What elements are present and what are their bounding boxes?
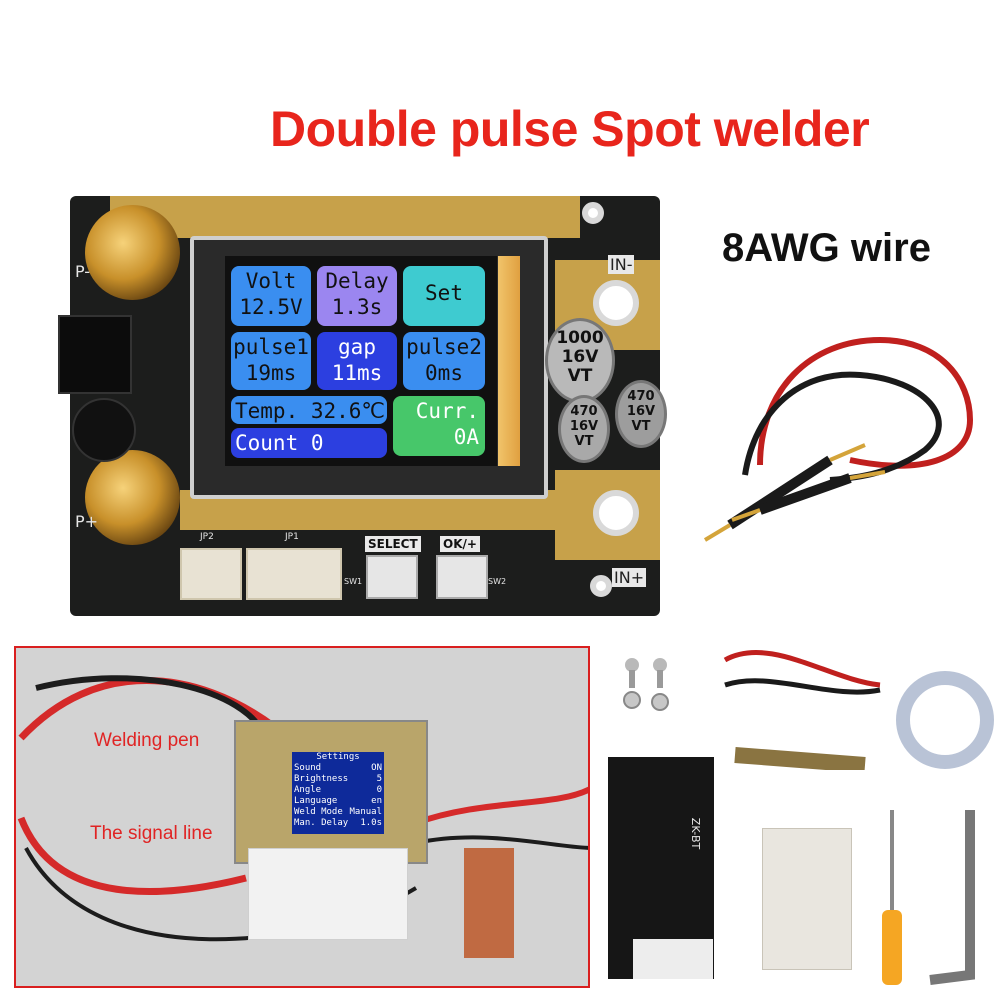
bolt-hole-in-plus xyxy=(593,490,639,536)
inset-settings-row-value: 0 xyxy=(376,785,382,795)
inset-settings-row-name: Brightness xyxy=(294,774,349,784)
inset-settings-row: Weld Mode Manual xyxy=(292,807,384,818)
tile-curr: Curr. 0A xyxy=(393,396,485,456)
silk-in-plus: IN+ xyxy=(612,568,647,587)
inset-settings-row-value: en xyxy=(371,796,382,806)
tile-curr-value: 0A xyxy=(453,425,479,449)
tile-count: Count 0 xyxy=(231,428,387,458)
mount-hole xyxy=(590,575,612,597)
tile-pulse2: pulse2 0ms xyxy=(403,332,485,390)
silk-jp1: JP1 xyxy=(285,532,299,542)
cap-small-b-mark: VT xyxy=(631,419,651,434)
inset-settings-row: Man. Delay 1.0s xyxy=(292,818,384,829)
inset-settings-row-value: 1.0s xyxy=(360,818,382,828)
lcd-flex-cable xyxy=(498,256,520,466)
inset-settings-row-name: Man. Delay xyxy=(294,818,349,828)
wifi-module-connector xyxy=(633,939,713,979)
inset-settings-row: Brightness 5 xyxy=(292,774,384,785)
mount-hole xyxy=(582,202,604,224)
wire-label: 8AWG wire xyxy=(722,226,931,270)
capacitor-470uf-a: 470 16V VT xyxy=(558,395,610,463)
select-label: SELECT xyxy=(365,536,421,552)
bolt-hole-in-minus xyxy=(593,280,639,326)
silk-p-minus: P- xyxy=(75,262,91,281)
capacitor-470uf-b: 470 16V VT xyxy=(615,380,667,448)
tile-gap: gap 11ms xyxy=(317,332,397,390)
connector-jp2 xyxy=(180,548,242,600)
tile-pulse2-value: 0ms xyxy=(425,361,463,385)
tile-volt-label: Volt xyxy=(245,269,297,293)
silk-sw2: SW2 xyxy=(488,577,507,586)
cap-small-b-value: 470 xyxy=(627,389,655,404)
insulation-shim xyxy=(762,828,852,970)
connector-jp1 xyxy=(246,548,342,600)
tile-delay-value: 1.3s xyxy=(331,295,383,319)
tile-curr-label: Curr. xyxy=(415,399,479,423)
tile-delay-label: Delay xyxy=(325,269,389,293)
inset-settings-row: Language en xyxy=(292,796,384,807)
ok-button xyxy=(436,555,488,599)
inset-settings-row-name: Sound xyxy=(294,763,322,773)
cap-small-a-voltage: 16V xyxy=(569,419,599,434)
accessories-top xyxy=(623,649,994,770)
cap-small-a-mark: VT xyxy=(574,434,594,449)
inset-settings-title: Settings xyxy=(316,752,360,762)
tile-delay: Delay 1.3s xyxy=(317,266,397,326)
ok-label: OK/+ xyxy=(440,536,480,552)
tile-volt-value: 12.5V xyxy=(239,295,303,319)
terminal-p-minus xyxy=(85,205,180,300)
cap-small-b-voltage: 16V xyxy=(626,404,656,419)
select-button xyxy=(366,555,418,599)
callout-welding-pen: Welding pen xyxy=(94,730,200,751)
tile-pulse1-label: pulse1 xyxy=(233,335,309,359)
inset-settings-row-name: Angle xyxy=(294,785,322,795)
cap-small-a-value: 470 xyxy=(570,404,598,419)
headline: Double pulse Spot welder xyxy=(270,101,870,157)
tile-set-label: Set xyxy=(425,281,463,305)
inset-settings-row-value: 5 xyxy=(376,774,382,784)
tile-temp: Temp. 32.6℃ xyxy=(231,396,387,424)
wifi-module-text: ZK-BT xyxy=(689,817,703,850)
inset-settings-row: Sound ON xyxy=(292,763,384,774)
tile-gap-value: 11ms xyxy=(331,361,383,385)
tile-pulse2-label: pulse2 xyxy=(406,335,482,359)
inset-copper-contacts xyxy=(464,848,514,958)
inset-settings-row-name: Language xyxy=(294,796,338,806)
inset-settings-row-name: Weld Mode xyxy=(294,807,343,817)
inset-pen-holder xyxy=(248,848,408,940)
tools xyxy=(882,810,975,985)
inset-settings-row: Angle 0 xyxy=(292,785,384,796)
dc-jack xyxy=(58,315,132,394)
busbar-top xyxy=(110,196,580,238)
wifi-module: ZK-BT xyxy=(608,757,714,979)
silk-in-minus: IN- xyxy=(608,255,635,274)
inset-settings-row-value: ON xyxy=(371,763,382,773)
silk-p-plus: P+ xyxy=(75,512,99,531)
cap-large-voltage: 16V xyxy=(561,347,599,367)
tile-pulse1: pulse1 19ms xyxy=(231,332,311,390)
capacitor-1000uf: 1000 16V VT xyxy=(545,318,615,403)
terminal-p-plus xyxy=(85,450,180,545)
silk-jp2: JP2 xyxy=(200,532,214,542)
welding-pen-wires xyxy=(703,336,974,542)
tile-gap-label: gap xyxy=(338,335,376,359)
tile-set: Set xyxy=(403,266,485,326)
callout-signal-line: The signal line xyxy=(90,823,213,844)
tile-pulse1-value: 19ms xyxy=(245,361,297,385)
cap-large-mark: VT xyxy=(567,366,593,386)
buzzer xyxy=(72,398,136,462)
cap-large-value: 1000 xyxy=(556,328,604,348)
silk-sw1: SW1 xyxy=(344,577,363,586)
lcd-screen: Volt 12.5V Delay 1.3s Set pulse1 19ms ga… xyxy=(225,256,497,466)
inset-settings-row-value: Manual xyxy=(349,807,382,817)
tile-volt: Volt 12.5V xyxy=(231,266,311,326)
